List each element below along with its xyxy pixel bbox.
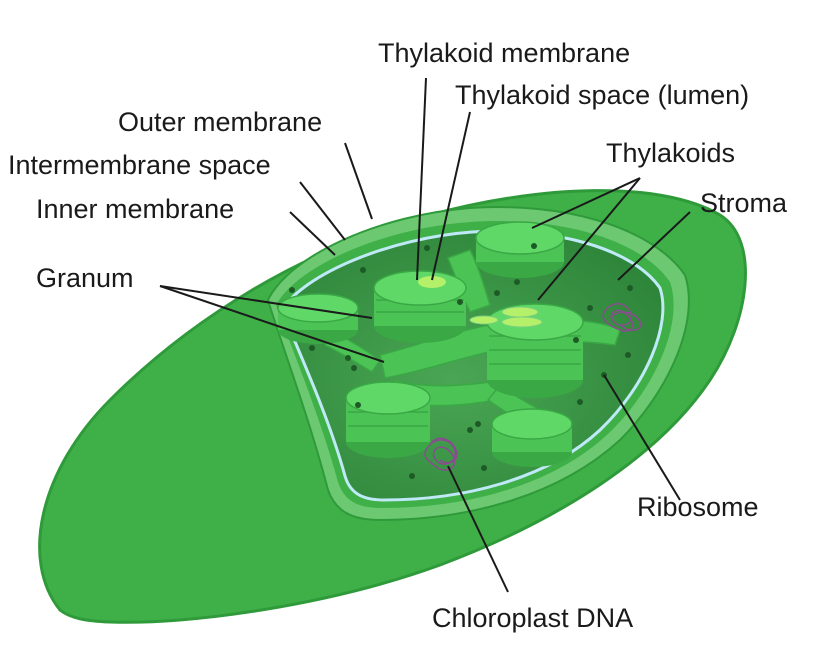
label-ribosome: Ribosome [637, 492, 759, 522]
granum-bottom-right [491, 408, 573, 467]
leader-granum-a [159, 285, 373, 319]
chloroplast-dna-loops [424, 303, 642, 471]
granum-top-right [475, 221, 565, 278]
leader-granum-b [159, 285, 385, 363]
granum-left-edge [277, 293, 359, 344]
leader-ribosome [603, 374, 681, 501]
granum-bottom-left [345, 381, 431, 458]
label-thylakoid-membrane: Thylakoid membrane [378, 38, 630, 68]
thylakoid-discs [469, 306, 543, 328]
label-outer-membrane: Outer membrane [118, 107, 322, 137]
leader-thylakoids-b [537, 177, 641, 301]
label-stroma: Stroma [700, 188, 788, 218]
leader-inner-membrane [289, 211, 336, 256]
leader-stroma [617, 211, 691, 281]
leader-lines [159, 77, 691, 593]
leader-intermembrane-space [299, 181, 346, 241]
label-thylakoids: Thylakoids [606, 138, 735, 168]
label-thylakoid-space: Thylakoid space (lumen) [455, 80, 749, 110]
granum-right [486, 303, 584, 398]
leader-thylakoid-space [431, 111, 471, 281]
label-granum: Granum [36, 263, 134, 293]
thylakoid-lumen [418, 276, 446, 288]
leader-thylakoid-membrane [416, 77, 427, 281]
leader-thylakoids-a [531, 177, 641, 229]
leader-chloroplast-dna [447, 465, 509, 593]
label-chloroplast-dna: Chloroplast DNA [432, 603, 633, 633]
label-intermembrane-space: Intermembrane space [8, 150, 271, 180]
granum-center [373, 270, 467, 343]
label-inner-membrane: Inner membrane [36, 194, 234, 224]
leader-outer-membrane [344, 142, 373, 220]
